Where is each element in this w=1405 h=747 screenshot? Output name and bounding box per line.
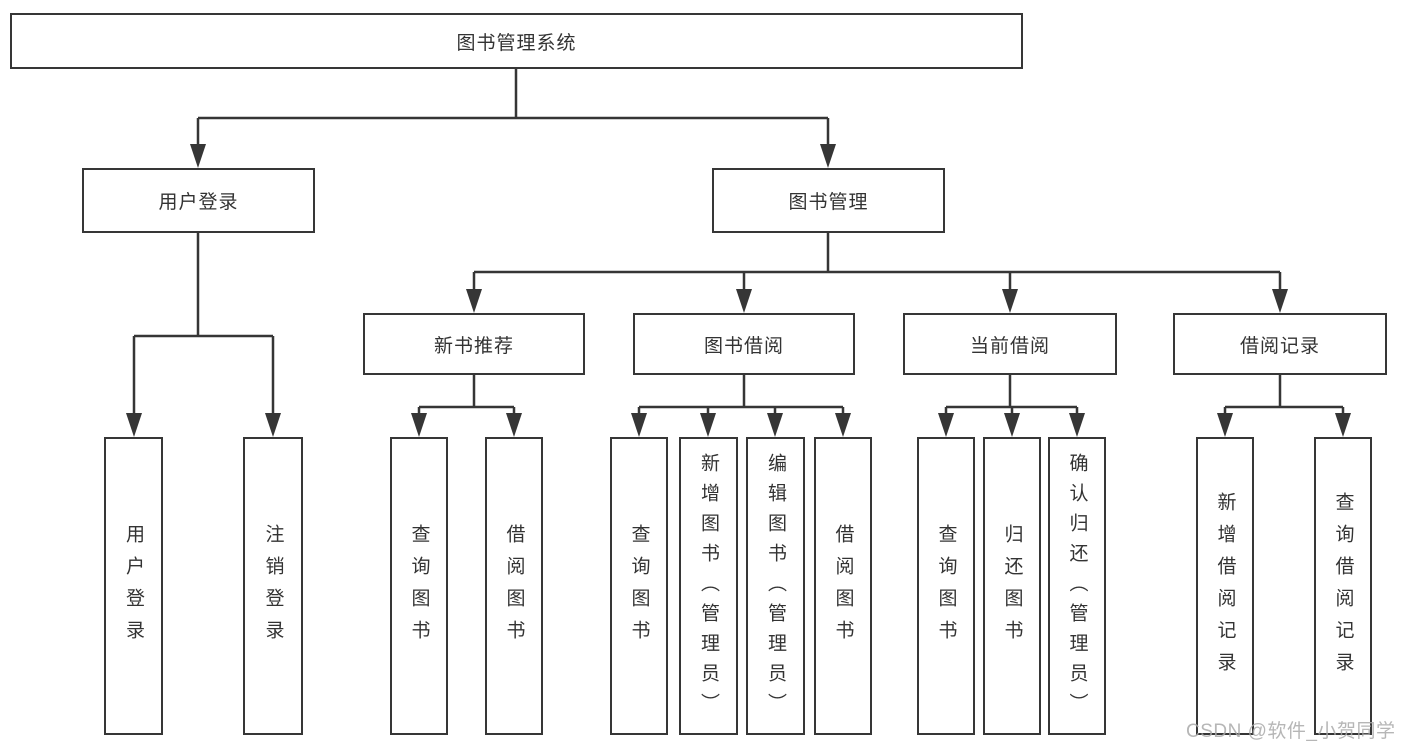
leaf-query-books-2: 查询图书: [610, 437, 668, 735]
connector-new-book-group: [417, 375, 516, 416]
leaf-edit-book-admin: 编辑图书（管理员）: [746, 437, 805, 735]
leaf-query-books-1: 查询图书: [390, 437, 448, 735]
connector-records-group: [1223, 375, 1345, 416]
connector-root-to-level2: [196, 69, 830, 147]
connector-borrow-group: [637, 375, 845, 416]
leaf-borrow-books-2: 借阅图书: [814, 437, 872, 735]
csdn-watermark: CSDN @软件_小贺同学: [1186, 721, 1396, 742]
arrowheads-user-login-group: [126, 413, 281, 437]
leaf-borrow-books-1: 借阅图书: [485, 437, 543, 735]
connector-user-login-group: [132, 233, 275, 416]
arrowheads-level3: [466, 289, 1288, 313]
arrowheads-current-group: [938, 413, 1085, 437]
node-borrow-records: 借阅记录: [1173, 313, 1387, 375]
leaf-confirm-return-admin: 确认归还（管理员）: [1048, 437, 1106, 735]
node-new-book-recommend: 新书推荐: [363, 313, 585, 375]
arrowheads-borrow-group: [631, 413, 851, 437]
leaf-query-borrow-record: 查询借阅记录: [1314, 437, 1372, 735]
leaf-logout: 注销登录: [243, 437, 303, 735]
node-library-management-system: 图书管理系统: [10, 13, 1023, 69]
arrowheads-new-book-group: [411, 413, 522, 437]
arrowheads-records-group: [1217, 413, 1351, 437]
connector-book-mgmt-to-level3: [472, 233, 1282, 292]
node-current-borrow: 当前借阅: [903, 313, 1117, 375]
leaf-add-book-admin: 新增图书（管理员）: [679, 437, 738, 735]
node-user-login: 用户登录: [82, 168, 315, 233]
node-book-management: 图书管理: [712, 168, 945, 233]
leaf-query-books-3: 查询图书: [917, 437, 975, 735]
node-book-borrow: 图书借阅: [633, 313, 855, 375]
leaf-add-borrow-record: 新增借阅记录: [1196, 437, 1254, 735]
leaf-return-books: 归还图书: [983, 437, 1041, 735]
arrowheads-level2: [190, 144, 836, 168]
leaf-user-login: 用户登录: [104, 437, 163, 735]
connector-current-group: [944, 375, 1079, 416]
